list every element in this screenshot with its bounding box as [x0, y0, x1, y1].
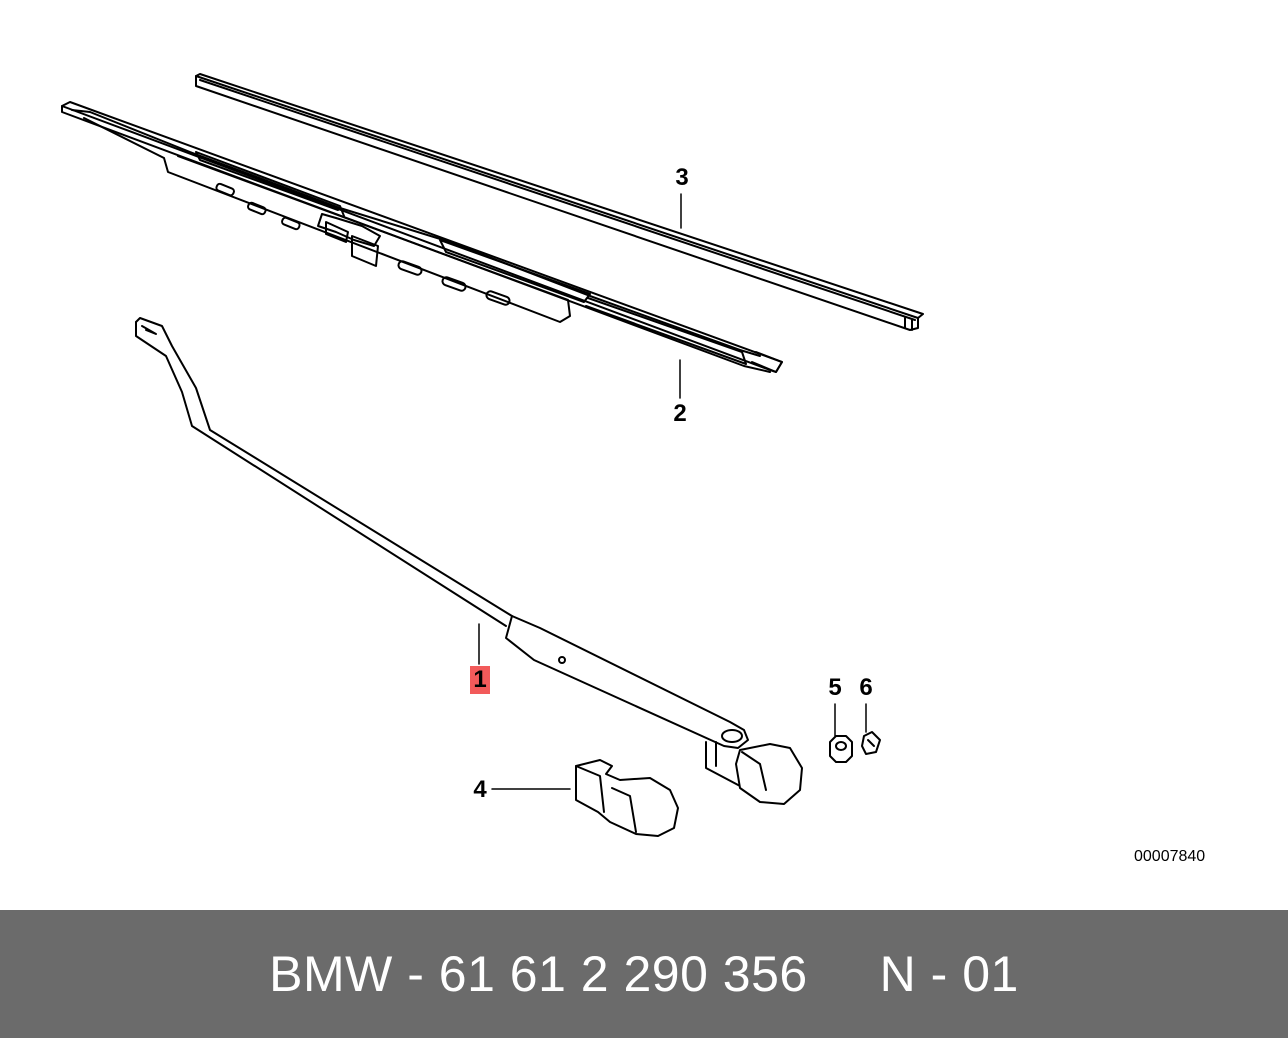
- parts-diagram: 3 2 1 4 5 6 00007840: [61, 73, 1206, 865]
- cover-cap: [575, 759, 679, 837]
- part-number-label: BMW - 61 61 2 290 356 N - 01: [269, 946, 1019, 1002]
- callout-5[interactable]: 5: [828, 674, 842, 701]
- wiper-blade-frame: [61, 101, 783, 373]
- callout-4[interactable]: 4: [473, 776, 487, 803]
- exploded-view-drawing: [61, 73, 924, 837]
- diagram-reference-code: 00007840: [1134, 848, 1206, 865]
- wiper-arm: [135, 317, 803, 805]
- lock-washer: [861, 731, 881, 755]
- callout-3[interactable]: 3: [675, 164, 689, 191]
- callout-2[interactable]: 2: [673, 400, 687, 427]
- hex-nut: [829, 735, 853, 763]
- part-number-footer: BMW - 61 61 2 290 356 N - 01: [0, 910, 1288, 1038]
- callout-1[interactable]: 1: [470, 666, 490, 694]
- leader-lines: [478, 193, 867, 790]
- wiper-refill-strip: [195, 73, 924, 331]
- callout-6[interactable]: 6: [859, 674, 873, 701]
